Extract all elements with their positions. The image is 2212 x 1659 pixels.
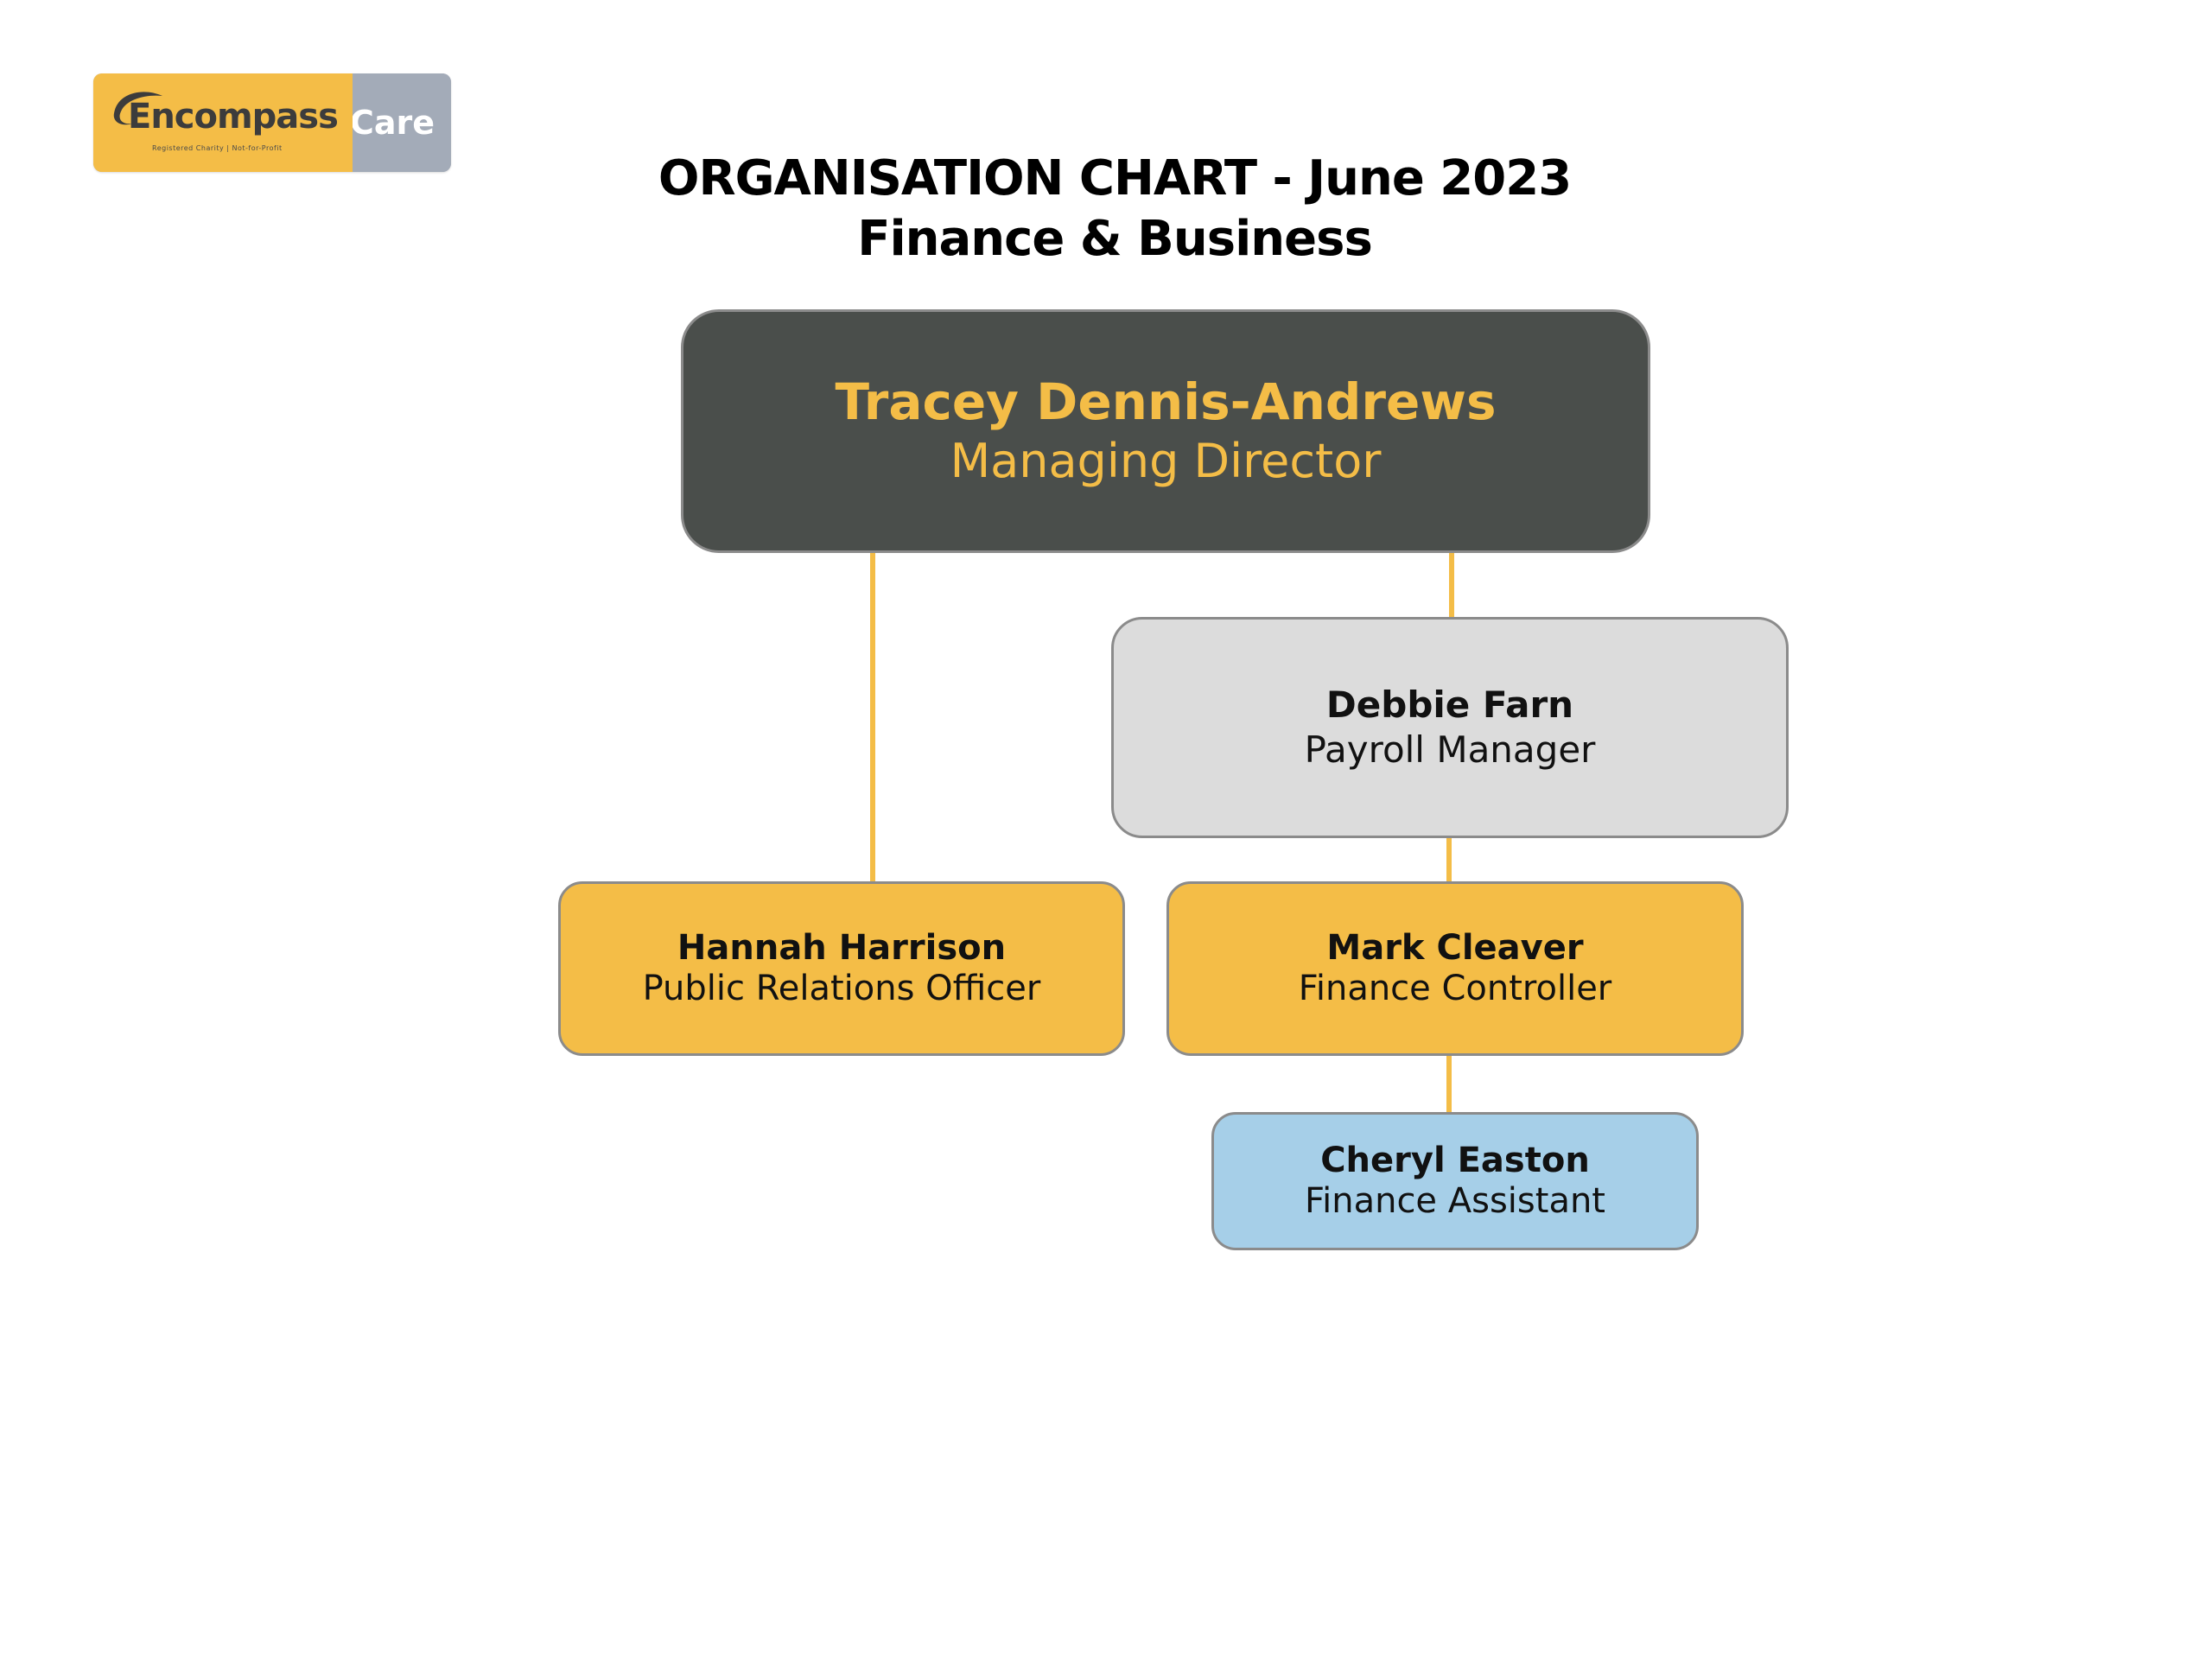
encompass-care-logo: Encompass Registered Charity | Not-for-P…	[93, 73, 451, 172]
chart-title: ORGANISATION CHART - June 2023	[658, 150, 1572, 207]
node-name: Debbie Farn	[1325, 683, 1574, 726]
swoosh-icon	[113, 92, 162, 125]
node-name: Cheryl Easton	[1320, 1141, 1590, 1180]
logo-right-panel: Care	[334, 73, 451, 172]
node-role: Finance Controller	[1298, 969, 1612, 1008]
node-name: Hannah Harrison	[677, 928, 1007, 968]
node-name: Mark Cleaver	[1326, 928, 1584, 968]
node-finance-assistant: Cheryl Easton Finance Assistant	[1211, 1112, 1699, 1250]
logo-care-text: Care	[349, 104, 435, 142]
node-role: Public Relations Officer	[642, 969, 1041, 1008]
node-finance-controller: Mark Cleaver Finance Controller	[1166, 881, 1744, 1056]
node-managing-director: Tracey Dennis-Andrews Managing Director	[681, 309, 1650, 553]
connector-finance-controller-to-assistant	[1446, 1054, 1452, 1113]
connector-payroll-to-finance-controller	[1446, 838, 1452, 883]
logo-name: Encompass	[128, 96, 339, 137]
node-name: Tracey Dennis-Andrews	[835, 372, 1497, 431]
node-public-relations-officer: Hannah Harrison Public Relations Officer	[558, 881, 1125, 1056]
node-role: Managing Director	[950, 434, 1382, 488]
node-role: Finance Assistant	[1305, 1181, 1605, 1221]
node-role: Payroll Manager	[1304, 728, 1596, 771]
chart-subtitle: Finance & Business	[857, 211, 1373, 267]
connector-md-to-pr	[870, 553, 875, 881]
connector-md-to-payroll	[1449, 553, 1454, 620]
logo-left-panel: Encompass Registered Charity | Not-for-P…	[93, 73, 353, 172]
node-payroll-manager: Debbie Farn Payroll Manager	[1111, 617, 1789, 838]
logo-tagline: Registered Charity | Not-for-Profit	[152, 143, 283, 152]
